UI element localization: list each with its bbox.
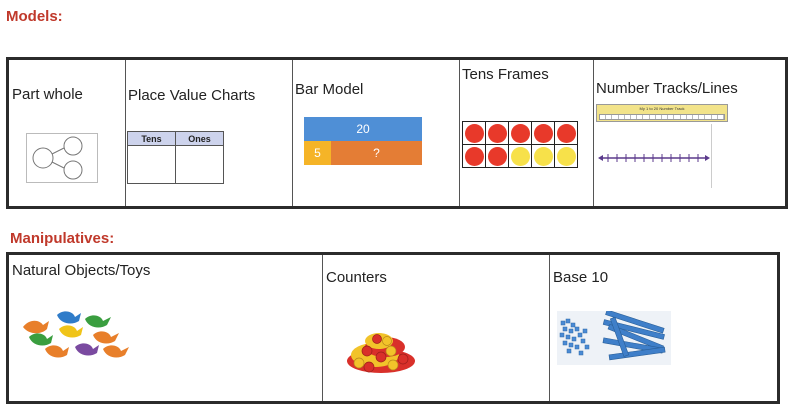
bar-model-label: Bar Model [295, 81, 364, 98]
cell-place-value: Place Value Charts Tens Ones [126, 60, 293, 206]
tens-cell [127, 145, 176, 184]
cell-part-whole: Part whole [9, 60, 126, 206]
cell-tens-frames: Tens Frames [460, 60, 594, 206]
red-counter [533, 123, 553, 143]
red-counter [487, 146, 507, 166]
manipulatives-heading: Manipulatives: [10, 230, 115, 247]
part-circle-bottom [63, 160, 83, 180]
toy-dinosaurs-image [23, 311, 129, 358]
number-tracks-label: Number Tracks/Lines [596, 80, 738, 97]
counters-label: Counters [326, 269, 387, 286]
whole-circle [32, 147, 54, 169]
place-value-label: Place Value Charts [128, 87, 256, 104]
models-table: Part whole Place Value Charts Tens Ones … [6, 57, 788, 209]
tens-header: Tens [127, 131, 176, 146]
part-whole-diagram [26, 133, 98, 183]
bar-unknown: ? [331, 141, 422, 165]
ones-cell [175, 145, 224, 184]
ones-header: Ones [175, 131, 224, 146]
yellow-counter [533, 146, 553, 166]
base10-blocks-icon [557, 311, 671, 365]
red-counter [556, 123, 576, 143]
yellow-counter [510, 146, 530, 166]
place-value-table: Tens Ones [127, 131, 224, 184]
bar-whole: 20 [304, 117, 422, 141]
part-circle-top [63, 136, 83, 156]
arrow-left-icon [598, 155, 603, 161]
manipulatives-table: Natural Objects/Toys Counters [6, 252, 780, 404]
cell-base10: Base 10 [550, 255, 777, 401]
dinosaur-toy-icon [23, 311, 129, 358]
counter-chip-icon [347, 333, 415, 373]
arrow-right-icon [705, 155, 710, 161]
number-track-title: My 1 to 20 Number Track [639, 106, 685, 111]
red-counter [487, 123, 507, 143]
models-heading: Models: [6, 8, 63, 25]
yellow-counter [556, 146, 576, 166]
number-track: My 1 to 20 Number Track [596, 104, 728, 122]
tens-frame-grid [462, 121, 578, 168]
cell-counters: Counters [323, 255, 550, 401]
base10-label: Base 10 [553, 269, 609, 286]
red-counter [510, 123, 530, 143]
counters-pile-image [347, 333, 415, 373]
part-whole-label: Part whole [12, 86, 83, 103]
cell-natural-objects: Natural Objects/Toys [9, 255, 323, 401]
cell-number-tracks: Number Tracks/Lines My 1 to 20 Number Tr… [594, 60, 785, 206]
red-counter [464, 146, 484, 166]
cell-bar-model: Bar Model 20 5 ? [293, 60, 460, 206]
number-line [598, 154, 710, 162]
tens-frames-label: Tens Frames [462, 66, 549, 83]
base10-blocks-image [557, 311, 671, 365]
natural-objects-label: Natural Objects/Toys [12, 262, 151, 279]
bar-part: 5 [304, 141, 331, 165]
red-counter [464, 123, 484, 143]
